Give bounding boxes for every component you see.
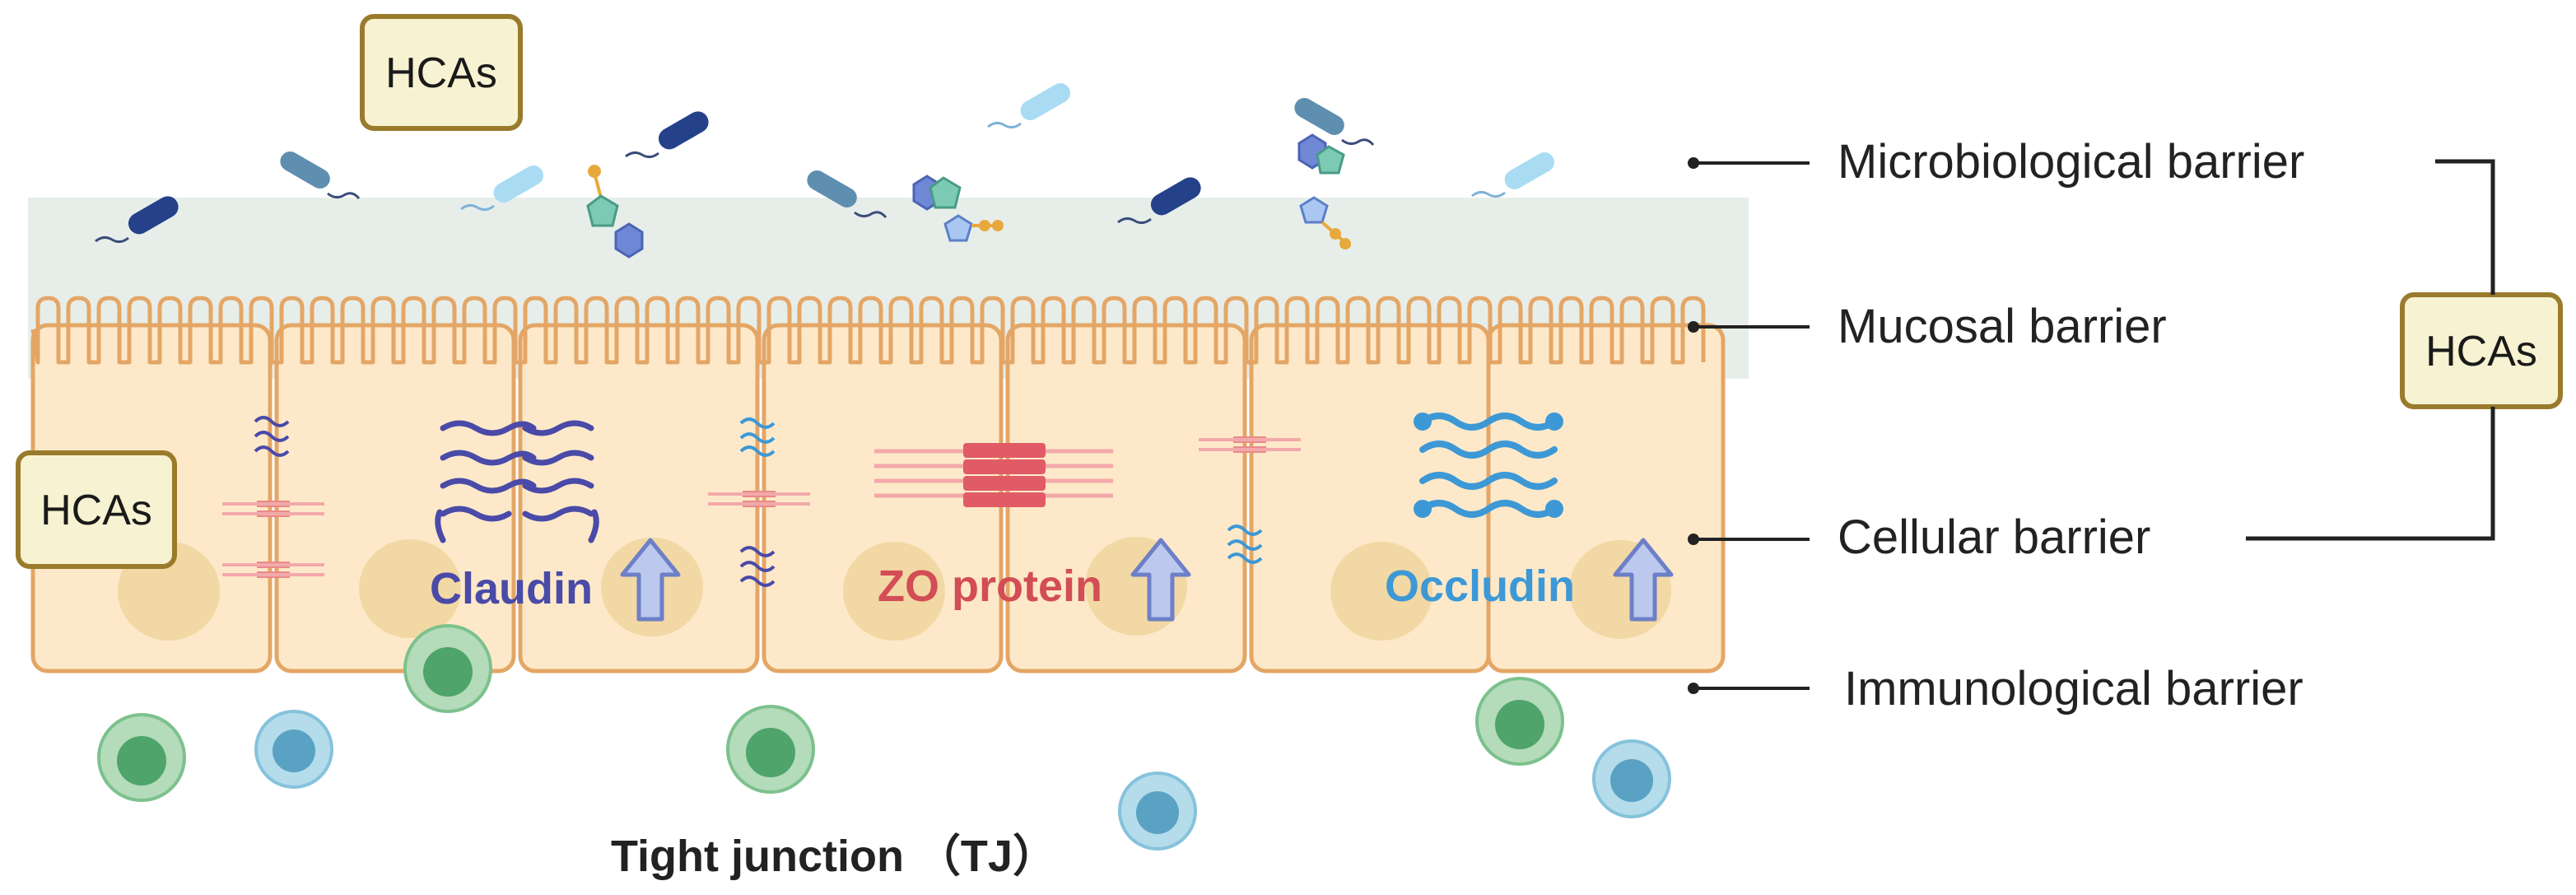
claudin-label: Claudin bbox=[430, 564, 593, 613]
epithelial-cell bbox=[274, 323, 516, 674]
hcas-label-right: HCAs bbox=[2425, 328, 2537, 375]
callout-microbiological bbox=[1688, 157, 1810, 169]
zo-protein-large-icon bbox=[874, 443, 1113, 507]
hcas-box-right: HCAs bbox=[2400, 292, 2563, 409]
molecule-icon bbox=[586, 165, 644, 259]
hcas-label-left: HCAs bbox=[40, 487, 152, 534]
epithelial-cell bbox=[1249, 323, 1491, 674]
callout-mucosal bbox=[1688, 321, 1810, 333]
microbiological-barrier-label: Microbiological barrier bbox=[1838, 135, 2304, 189]
immune-cell-icon bbox=[726, 705, 815, 794]
hcas-label-top: HCAs bbox=[385, 49, 497, 97]
immunological-barrier-label: Immunological barrier bbox=[1844, 662, 2303, 716]
molecule-icon bbox=[1297, 133, 1352, 249]
cellular-barrier-label: Cellular barrier bbox=[1838, 510, 2150, 564]
claudin-large-icon bbox=[435, 420, 599, 543]
hcas-bracket bbox=[2246, 159, 2495, 541]
mucosal-barrier-label: Mucosal barrier bbox=[1838, 300, 2167, 353]
zo-protein-label: ZO protein bbox=[878, 562, 1102, 611]
immune-cell-icon bbox=[1118, 771, 1197, 851]
epithelial-cell bbox=[762, 323, 1004, 674]
bacteria-icon bbox=[1470, 147, 1559, 198]
immune-cell-icon bbox=[97, 713, 186, 802]
bacteria-icon bbox=[624, 106, 714, 159]
callout-immunological bbox=[1688, 683, 1810, 694]
molecule-icon bbox=[912, 175, 1004, 242]
microvilli bbox=[30, 296, 1706, 365]
occludin-label: Occludin bbox=[1385, 562, 1575, 611]
epithelial-cell bbox=[1486, 323, 1726, 674]
immune-cell-icon bbox=[1475, 677, 1564, 766]
occludin-large-icon bbox=[1414, 413, 1563, 518]
microvilli-outline bbox=[30, 296, 1706, 365]
immune-cell-icon bbox=[254, 710, 333, 789]
epithelial-layer bbox=[30, 323, 1726, 674]
hcas-box-top: HCAs bbox=[360, 14, 523, 131]
bacteria-icon bbox=[1289, 93, 1375, 147]
callout-cellular bbox=[1688, 534, 1810, 545]
immune-cell-icon bbox=[1592, 739, 1671, 818]
bacteria-icon bbox=[275, 147, 361, 200]
hcas-box-left: HCAs bbox=[16, 450, 177, 569]
immune-cell-icon bbox=[403, 624, 492, 713]
tight-junction-label: Tight junction （TJ） bbox=[611, 832, 1057, 881]
bacteria-icon bbox=[986, 78, 1075, 129]
